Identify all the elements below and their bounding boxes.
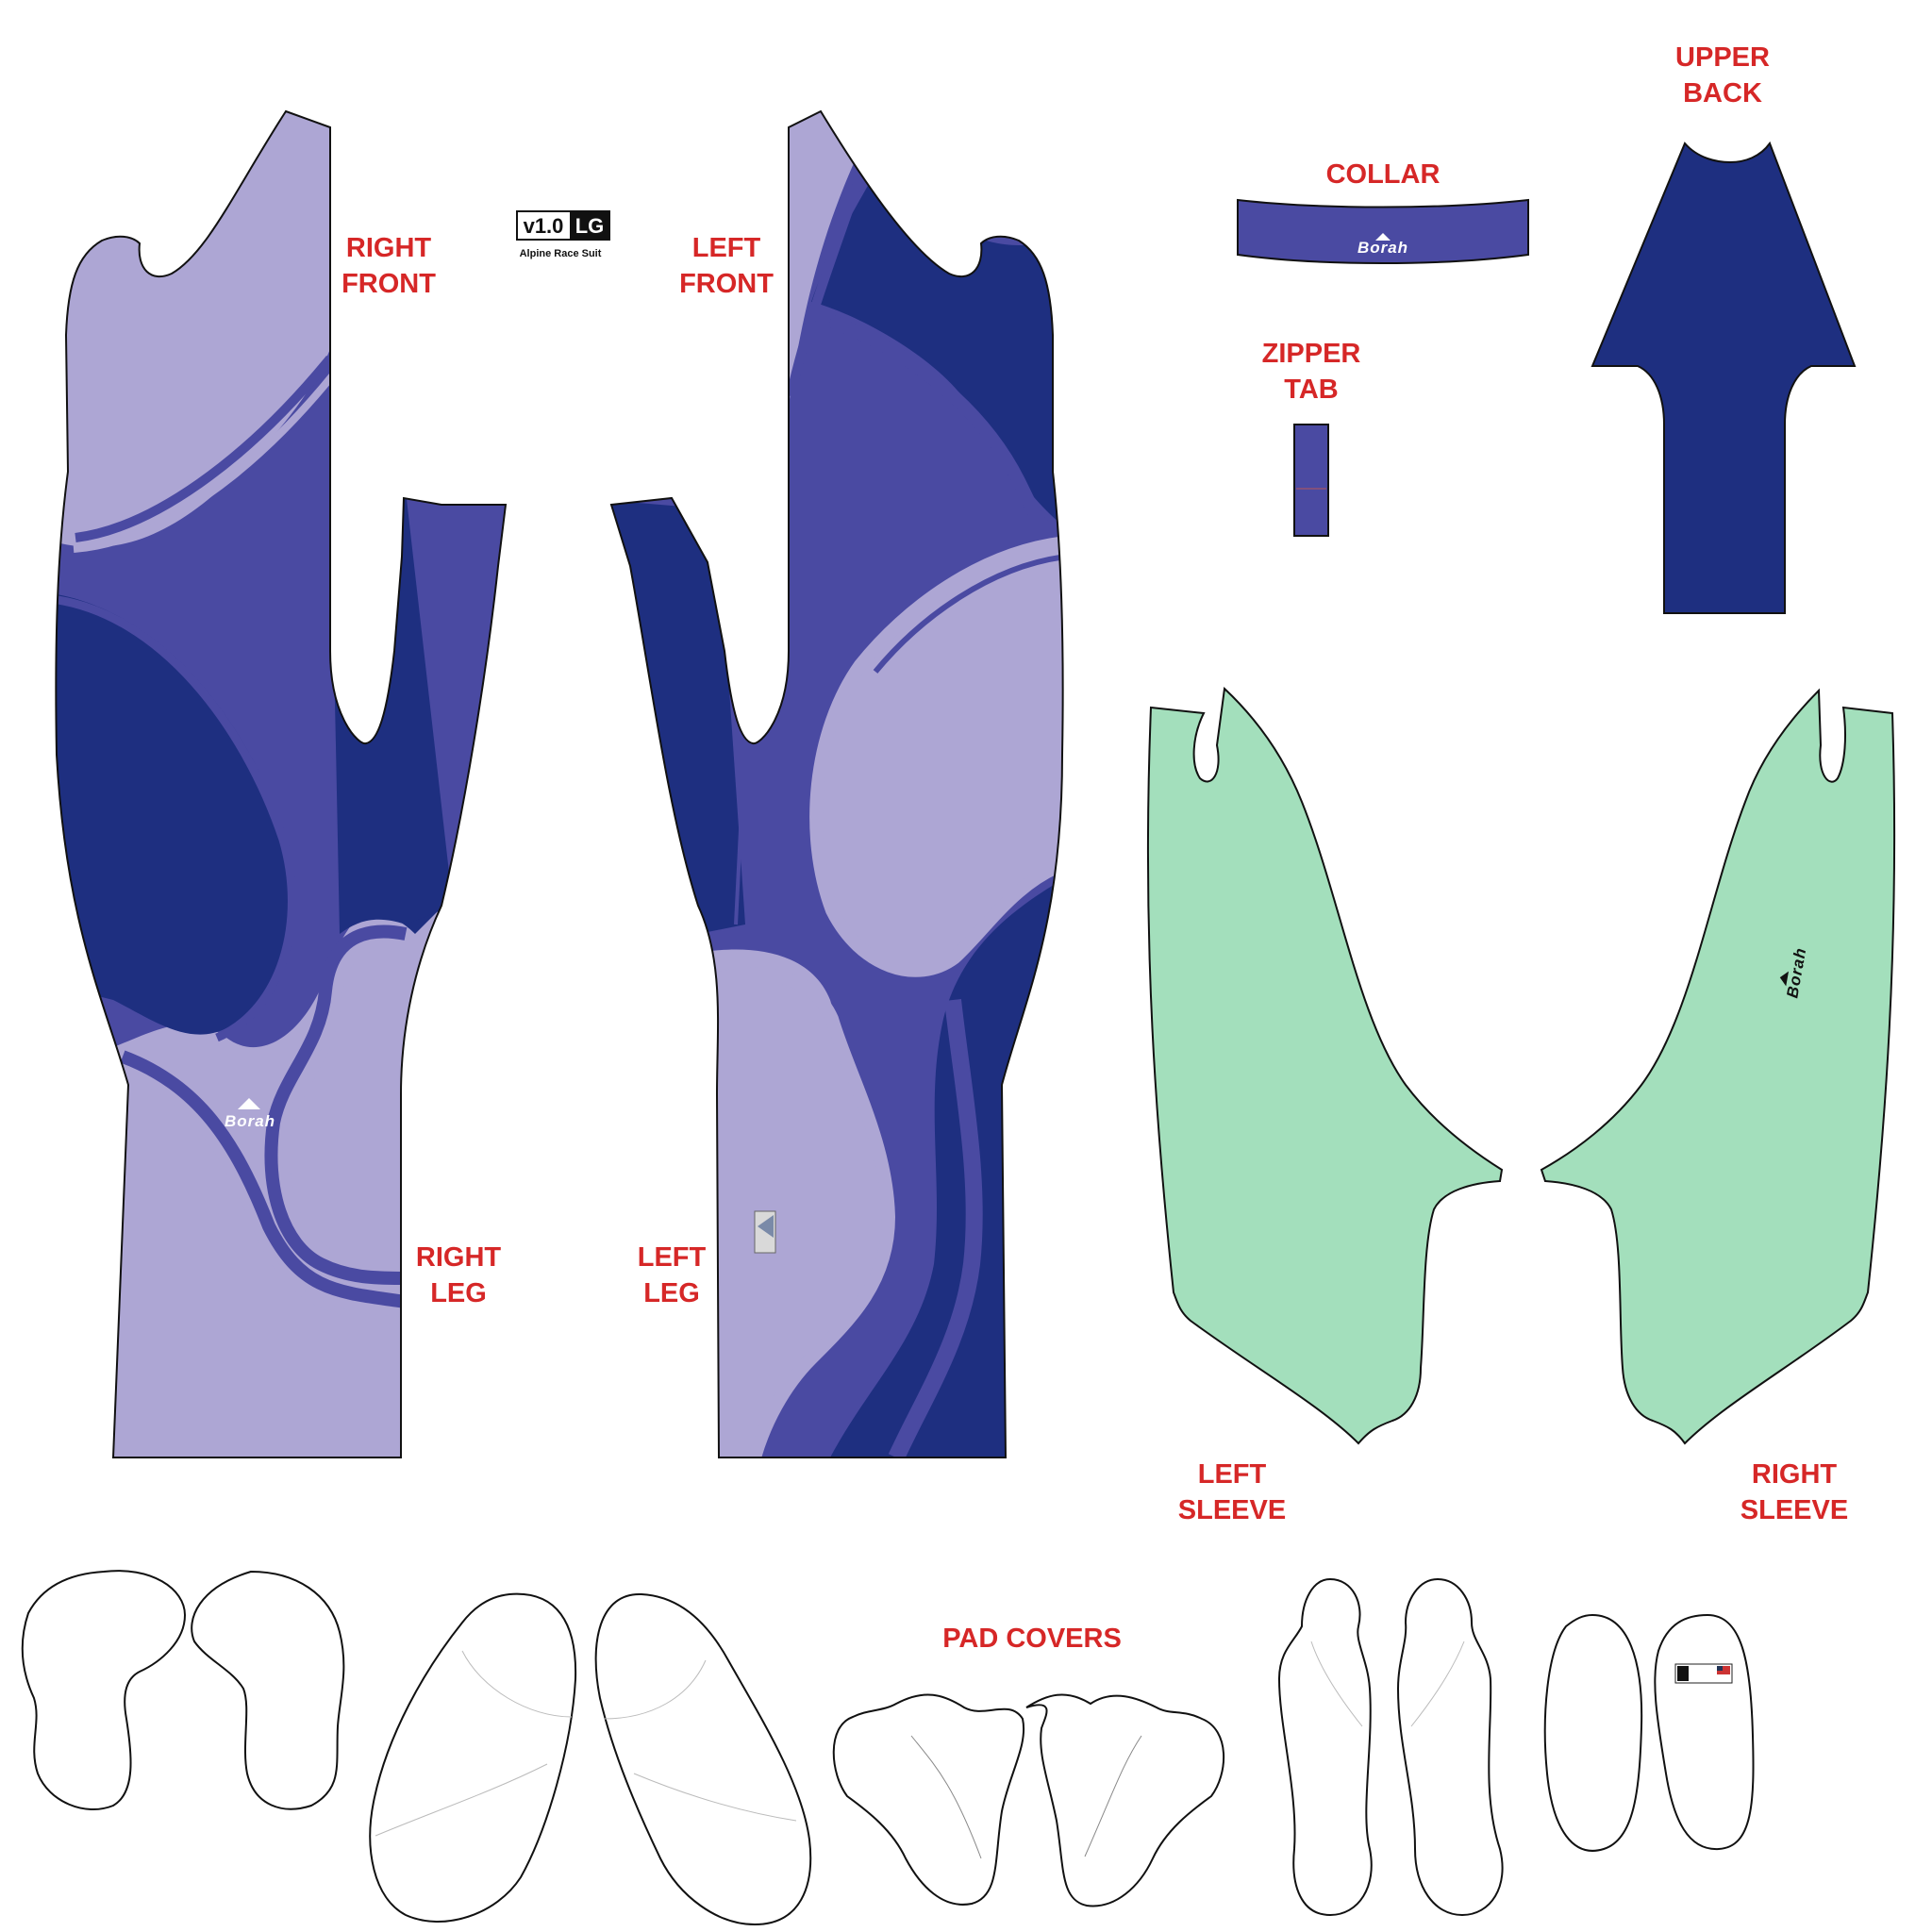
upper-back-panel: UPPER BACK — [1591, 42, 1857, 614]
collar-panel: COLLAR Borah — [1237, 159, 1529, 264]
svg-text:SLEEVE: SLEEVE — [1740, 1495, 1848, 1525]
right-sleeve-panel: Borah RIGHT SLEEVE — [1540, 688, 1896, 1525]
label-right-front: RIGHT FRONT — [341, 233, 436, 299]
pad-cover-triangle-right — [1025, 1693, 1225, 1907]
left-sleeve-panel: LEFT SLEEVE — [1146, 686, 1504, 1525]
svg-text:FRONT: FRONT — [341, 269, 436, 299]
svg-text:v1.0: v1.0 — [524, 214, 564, 238]
svg-text:FRONT: FRONT — [679, 269, 774, 299]
svg-text:LEG: LEG — [643, 1278, 700, 1308]
borah-logo: Borah — [225, 1098, 275, 1130]
label-left-front: LEFT FRONT — [679, 233, 774, 299]
certification-tag-icon — [754, 1210, 776, 1254]
svg-text:LEFT: LEFT — [638, 1242, 707, 1273]
version-badge: v1.0 LG Alpine Race Suit — [516, 210, 610, 259]
svg-text:RIGHT: RIGHT — [346, 233, 432, 263]
svg-text:Alpine Race Suit: Alpine Race Suit — [520, 248, 602, 259]
pad-cover-kidney-left — [21, 1570, 187, 1810]
svg-text:Borah: Borah — [225, 1112, 275, 1130]
svg-text:RIGHT: RIGHT — [1752, 1459, 1838, 1490]
svg-text:ZIPPER: ZIPPER — [1262, 339, 1361, 369]
svg-text:SLEEVE: SLEEVE — [1178, 1495, 1286, 1525]
svg-text:RIGHT: RIGHT — [416, 1242, 502, 1273]
pad-cover-long-left — [1277, 1577, 1373, 1917]
label-pad-covers: PAD COVERS — [942, 1624, 1122, 1654]
svg-text:LEFT: LEFT — [1198, 1459, 1267, 1490]
size-label-tag — [1674, 1663, 1733, 1684]
label-left-leg: LEFT LEG — [638, 1242, 707, 1308]
svg-text:LEG: LEG — [430, 1278, 487, 1308]
svg-text:TAB: TAB — [1284, 375, 1338, 405]
pad-cover-kidney-right — [191, 1570, 345, 1810]
pad-cover-long-right — [1396, 1577, 1504, 1917]
pad-cover-small-oval-left — [1543, 1613, 1643, 1852]
svg-text:BACK: BACK — [1683, 78, 1762, 108]
pad-cover-oval-right — [594, 1592, 812, 1926]
label-collar: COLLAR — [1326, 159, 1441, 190]
pad-cover-triangle-left — [832, 1693, 1025, 1906]
pad-cover-oval-left — [369, 1592, 577, 1923]
collar-logo: Borah — [1357, 239, 1408, 257]
svg-text:UPPER: UPPER — [1675, 42, 1770, 73]
label-right-leg: RIGHT LEG — [416, 1242, 502, 1308]
pad-cover-small-oval-right — [1654, 1613, 1755, 1851]
zipper-tab-panel: ZIPPER TAB — [1262, 339, 1361, 537]
svg-text:LG: LG — [575, 214, 605, 238]
svg-text:LEFT: LEFT — [692, 233, 761, 263]
